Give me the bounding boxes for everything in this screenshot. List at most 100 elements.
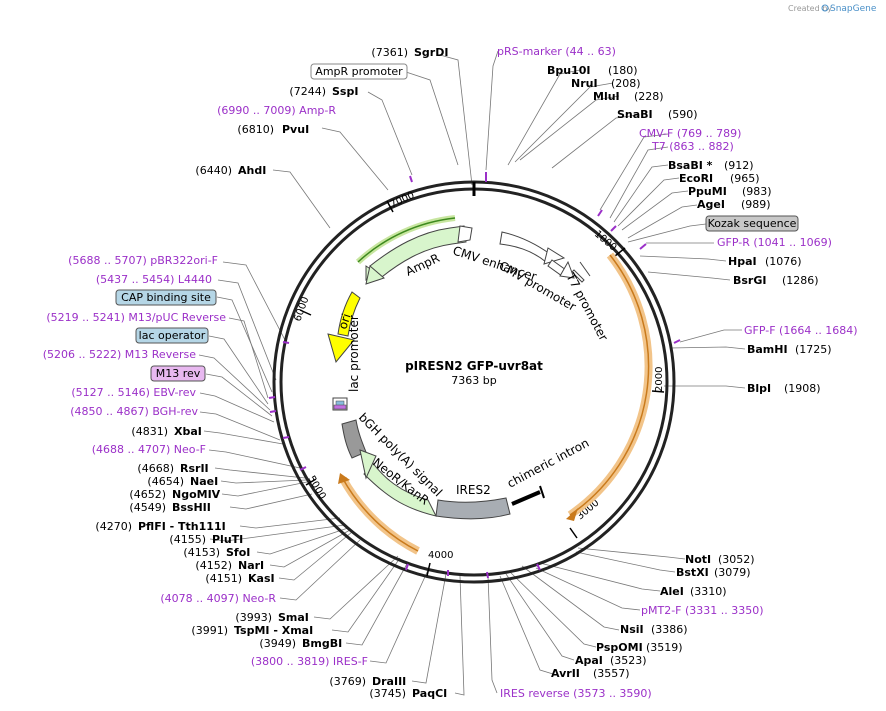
label-noti: NotI <box>685 553 711 566</box>
tick-label-5000: 5000 <box>305 474 327 502</box>
label-cmv-f: CMV-F (769 .. 789) <box>639 127 741 140</box>
neo-arrowhead <box>338 473 350 484</box>
label-pos: (1076) <box>765 255 802 268</box>
label-kozak: Kozak sequence <box>708 217 797 230</box>
label-mlui: MluI <box>593 90 620 103</box>
label-pflfi: PflFI - Tth111I <box>138 520 226 533</box>
right-labels: IRES reverse (3573 .. 3590) AvrII (3557)… <box>497 45 858 700</box>
kozak-box <box>705 215 799 232</box>
label-agei: AgeI <box>697 198 725 211</box>
chimeric-intron-end <box>539 485 545 499</box>
label-sgrdi: SgrDI <box>414 46 448 59</box>
label-pos: (912) <box>724 159 754 172</box>
gfp-uvr8-arc-core <box>569 254 650 516</box>
m13-rev-box <box>150 365 206 382</box>
label-ppumi: PpuMI <box>688 185 727 198</box>
label-pos: (4668) <box>137 462 174 475</box>
label-paqci: PaqCI <box>412 687 447 700</box>
plasmid-name: pIRESN2 GFP-uvr8at <box>405 359 543 373</box>
label-ahdi: AhdI <box>238 164 266 177</box>
cmv-promoter-arrowhead <box>559 260 575 279</box>
label-pos: (3052) <box>718 553 755 566</box>
label-pos: (4155) <box>169 533 206 546</box>
label-pos: (4831) <box>131 425 168 438</box>
leader-lines <box>198 50 746 696</box>
chimeric-intron-feature <box>511 490 541 506</box>
label-ecori: EcoRI <box>679 172 713 185</box>
label-nrui: NruI <box>571 77 598 90</box>
label-prs-marker: pRS-marker (44 .. 63) <box>497 45 616 58</box>
label-pos: (3769) <box>329 675 366 688</box>
label-bsabi: BsaBI * <box>668 159 713 172</box>
label-l4440: (5437 .. 5454) L4440 <box>96 273 212 286</box>
label-bsshii: BssHII <box>172 501 211 514</box>
label-pos: (989) <box>741 198 771 211</box>
label-cap-binding: CAP binding site <box>121 291 211 304</box>
label-pos: (4151) <box>205 572 242 585</box>
cmv-enhancer-feature <box>499 231 551 263</box>
ori-arrowhead <box>327 333 355 364</box>
label-draiii: DraIII <box>372 675 406 688</box>
label-pos: (3557) <box>593 667 630 680</box>
m13-rev-feature <box>333 404 347 410</box>
chimeric-intron-label: chimeric intron <box>505 436 592 491</box>
label-neo-f: (4688 .. 4707) Neo-F <box>92 443 206 456</box>
label-pos: (3079) <box>714 566 751 579</box>
label-pos: (4654) <box>147 475 184 488</box>
snapgene-logo-icon <box>821 4 829 12</box>
label-ebv-rev: (5127 .. 5146) EBV-rev <box>71 386 196 399</box>
label-rsrii: RsrII <box>180 462 209 475</box>
label-alei: AleI <box>660 585 684 598</box>
label-pluti: PluTI <box>212 533 243 546</box>
label-pos: (590) <box>668 108 698 121</box>
neo-arc-core <box>342 478 419 552</box>
label-pvui: PvuI <box>282 123 309 136</box>
label-pos: (3949) <box>259 637 296 650</box>
label-m13-rev: M13 rev <box>156 367 201 380</box>
label-pos: (3519) <box>646 641 683 654</box>
label-ires-f: (3800 .. 3819) IRES-F <box>251 655 368 668</box>
tick-label-2000: 2000 <box>654 367 665 392</box>
label-pos: (4152) <box>195 559 232 572</box>
label-m13puc-rev: (5219 .. 5241) M13/pUC Reverse <box>46 311 226 324</box>
label-amp-r: (6990 .. 7009) Amp-R <box>217 104 336 117</box>
label-psppomi: PspOMI <box>596 641 643 654</box>
label-snabi: SnaBI <box>617 108 653 121</box>
label-ampr-promoter: AmpR promoter <box>315 65 403 78</box>
neor-arrowhead <box>359 449 377 480</box>
tick-label-6000: 6000 <box>292 295 311 323</box>
label-pos: (3745) <box>369 687 406 700</box>
tick-marks <box>299 200 665 577</box>
tick-label-4000: 4000 <box>428 550 453 561</box>
label-pos: (3991) <box>191 624 228 637</box>
label-pbr322ori-f: (5688 .. 5707) pBR322ori-F <box>68 254 218 267</box>
credit-prefix: Created by <box>788 4 832 13</box>
label-bgh-rev: (4850 .. 4867) BGH-rev <box>70 405 198 418</box>
credit-brand: SnapGene <box>830 4 877 14</box>
label-sfoi: SfoI <box>226 546 250 559</box>
label-pos: (4153) <box>183 546 220 559</box>
label-blpi: BlpI <box>747 382 771 395</box>
label-bstxi: BstXI <box>676 566 709 579</box>
label-bpu10i: Bpu10I <box>547 64 591 77</box>
tick-label-7000: 7000 <box>389 190 417 211</box>
label-tspmi: TspMI - XmaI <box>234 624 313 637</box>
label-pos: (7361) <box>371 46 408 59</box>
label-nari: NarI <box>238 559 264 572</box>
left-labels: (7361) SgrDI AmpR promoter (7244) SspI (… <box>43 46 449 700</box>
label-avrii: AvrII <box>551 667 580 680</box>
label-pos: (4652) <box>129 488 166 501</box>
ori-label: ori <box>336 312 354 331</box>
label-pos: (3386) <box>651 623 688 636</box>
ampr-arrowhead <box>365 265 385 285</box>
label-smai: SmaI <box>278 611 309 624</box>
label-pmt2-f: pMT2-F (3331 .. 3350) <box>641 604 764 617</box>
cap-binding-box <box>115 289 217 306</box>
label-pos: (6810) <box>237 123 274 136</box>
label-t7: T7 (863 .. 882) <box>651 140 734 153</box>
ori-feature <box>337 291 361 337</box>
label-nsii: NsiI <box>620 623 644 636</box>
label-pos: (3310) <box>690 585 727 598</box>
label-pos: (983) <box>742 185 772 198</box>
